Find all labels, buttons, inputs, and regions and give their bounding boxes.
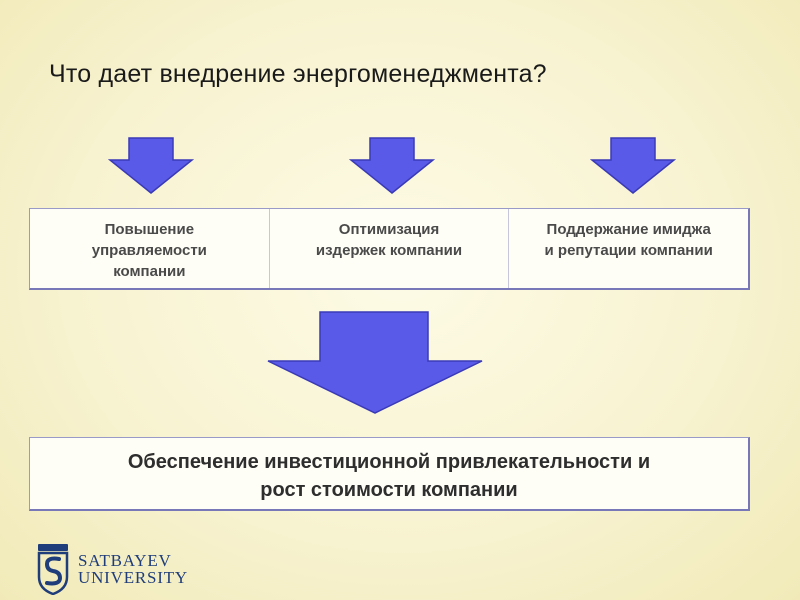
university-logo: SATBAYEV UNIVERSITY (36, 543, 188, 595)
university-emblem-icon (37, 544, 69, 595)
logo-line-1: SATBAYEV (78, 551, 172, 570)
result-text-line: рост стоимости компании (260, 479, 518, 501)
result-text-line: Обеспечение инвестиционной привлекательн… (127, 451, 651, 473)
down-arrow-icon (349, 137, 435, 194)
benefit-text-line: издержек компании (315, 242, 463, 259)
benefit-text-line: Повышение (104, 221, 195, 238)
result-box: Обеспечение инвестиционной привлекательн… (29, 437, 750, 511)
benefit-manageability: Повышение управляемости компании (30, 209, 269, 288)
logo-line-2: UNIVERSITY (78, 568, 188, 587)
benefit-cost-optimization: Оптимизация издержек компании (268, 209, 509, 288)
big-down-arrow-icon (267, 311, 483, 414)
down-arrow-icon (590, 137, 676, 194)
down-arrow-icon (108, 137, 194, 194)
benefit-text-line: Оптимизация (338, 221, 440, 238)
benefit-text-line: управляемости (91, 242, 207, 259)
benefit-text-line: и репутации компании (544, 242, 713, 259)
benefit-text-line: компании (113, 263, 186, 280)
benefits-row: Повышение управляемости компании Оптимиз… (29, 208, 750, 290)
benefit-text-line: Поддержание имиджа (546, 221, 711, 238)
slide-title: Что дает внедрение энергоменеджмента? (49, 60, 547, 88)
benefit-image-reputation: Поддержание имиджа и репутации компании (508, 209, 748, 288)
